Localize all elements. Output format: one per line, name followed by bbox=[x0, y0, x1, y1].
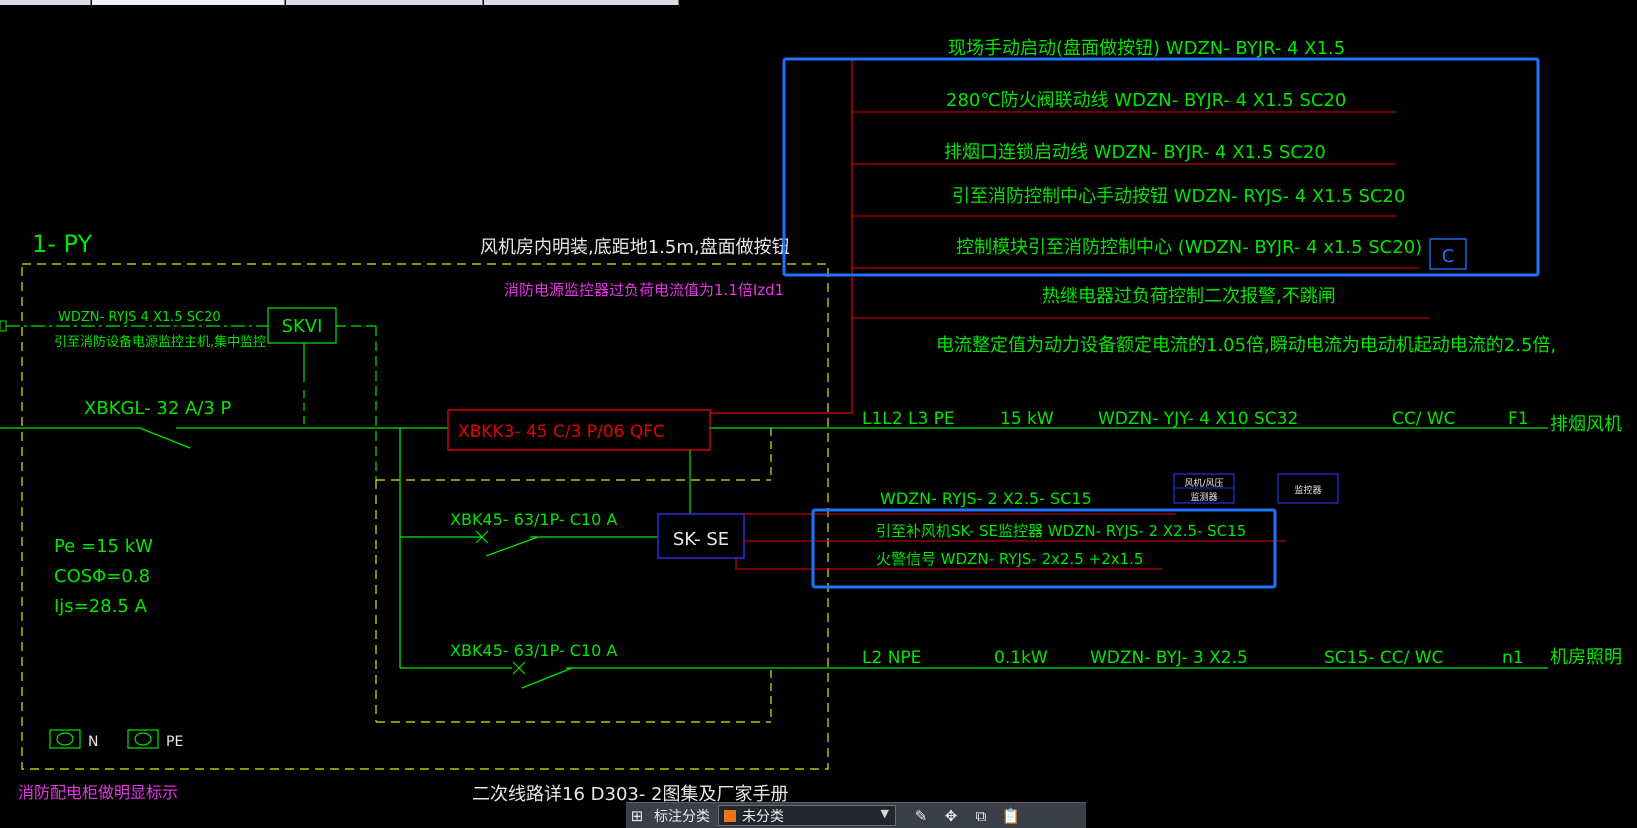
f1-cable: WDZN- YJY- 4 X10 SC32 bbox=[1098, 409, 1298, 429]
f1-power: 15 kW bbox=[1000, 409, 1054, 429]
category-color-swatch bbox=[724, 809, 736, 822]
control-text-5: 控制模块引至消防控制中心 (WDZN- BYJR- 4 x1.5 SC20) bbox=[956, 237, 1422, 258]
monitor-cable: WDZN- RYJS 4 X1.5 SC20 bbox=[58, 310, 221, 325]
pe-terminal[interactable] bbox=[127, 729, 159, 749]
breaker-x bbox=[475, 530, 489, 544]
document-tab-strip bbox=[0, 0, 1637, 6]
sk-se-device[interactable] bbox=[657, 513, 745, 559]
contactor-box[interactable] bbox=[447, 409, 711, 451]
f1-phase: L1L2 L3 PE bbox=[862, 409, 955, 429]
thermal-note: 热继电器过负荷控制二次报警,不跳闸 bbox=[1042, 286, 1336, 307]
document-tab-active[interactable] bbox=[92, 0, 285, 5]
monitor-box[interactable] bbox=[1277, 473, 1339, 504]
skvi-device[interactable] bbox=[267, 307, 337, 344]
category-dropdown[interactable]: 未分类 ▼ bbox=[718, 805, 896, 826]
main-switch-model: XBKGL- 32 A/3 P bbox=[84, 398, 232, 419]
c-marker-box[interactable] bbox=[1429, 238, 1467, 270]
skse-cable-top: WDZN- RYJS- 2 X2.5- SC15 bbox=[880, 489, 1092, 508]
panel-ijs: Ijs=28.5 A bbox=[54, 596, 148, 617]
pe-label: PE bbox=[166, 734, 183, 750]
control-text-2: 280℃防火阀联动线 WDZN- BYJR- 4 X1.5 SC20 bbox=[946, 90, 1346, 111]
move-icon[interactable]: ✥ bbox=[944, 806, 958, 825]
category-value: 未分类 bbox=[742, 808, 784, 825]
control-text-1: 现场手动启动(盘面做按钮) WDZN- BYJR- 4 X1.5 bbox=[948, 38, 1345, 59]
main-switch-blade bbox=[139, 427, 191, 449]
f1-lay: CC/ WC bbox=[1392, 409, 1456, 429]
panel-id: 1- PY bbox=[32, 230, 93, 258]
panel-enclosure bbox=[21, 263, 829, 770]
control-riser bbox=[710, 60, 853, 414]
f1-circuit: F1 bbox=[1508, 409, 1529, 429]
branch2-circuit: n1 bbox=[1502, 648, 1524, 668]
control-text-3: 排烟口连锁启动线 WDZN- BYJR- 4 X1.5 SC20 bbox=[944, 142, 1326, 163]
monitor-box-text: 监控器 bbox=[1294, 484, 1321, 496]
branch2-blade bbox=[521, 667, 573, 689]
branch2-power: 0.1kW bbox=[994, 648, 1048, 668]
paste-icon[interactable]: 📋 bbox=[1001, 806, 1021, 825]
edit-icon[interactable]: ✎ bbox=[914, 806, 928, 825]
fan-pressure-text-2: 监测器 bbox=[1190, 491, 1217, 503]
selection-box-skse[interactable] bbox=[811, 508, 1277, 589]
monitor-desc: 引至消防设备电源监控主机,集中监控 bbox=[54, 334, 266, 350]
branch1-blade bbox=[485, 536, 539, 557]
skvi-label: SKVI bbox=[282, 316, 323, 337]
n-terminal-ring bbox=[56, 732, 74, 746]
copy-icon[interactable]: ⧉ bbox=[975, 806, 987, 825]
branch2-cable: WDZN- BYJ- 3 X2.5 bbox=[1090, 648, 1248, 668]
chevron-down-icon: ▼ bbox=[880, 807, 889, 820]
n-terminal[interactable] bbox=[49, 729, 81, 749]
n-label: N bbox=[88, 734, 98, 750]
current-note: 电流整定值为动力设备额定电流的1.05倍,瞬动电流为电动机起动电流的2.5倍, bbox=[936, 335, 1556, 356]
terminal-marker bbox=[0, 320, 7, 332]
footer-note: 消防配电柜做明显标示 bbox=[18, 783, 178, 802]
branch2-breaker: XBK45- 63/1P- C10 A bbox=[450, 641, 617, 660]
skse-line1-text: 引至补风机SK- SE监控器 WDZN- RYJS- 2 X2.5- SC15 bbox=[876, 522, 1246, 540]
panel-pe: Pe =15 kW bbox=[54, 536, 153, 557]
f1-load: 排烟风机 bbox=[1550, 414, 1622, 435]
skse-line-2 bbox=[735, 558, 1162, 570]
branch2-phase: L2 NPE bbox=[862, 648, 921, 668]
panel-cos: COSΦ=0.8 bbox=[54, 566, 150, 587]
skse-line2-text: 火警信号 WDZN- RYJS- 2x2.5 +2x1.5 bbox=[876, 550, 1143, 568]
branch1-breaker: XBK45- 63/1P- C10 A bbox=[450, 510, 617, 529]
grid-icon[interactable]: ⊞ bbox=[630, 806, 644, 825]
control-text-4: 引至消防控制中心手动按钮 WDZN- RYJS- 4 X1.5 SC20 bbox=[952, 186, 1405, 207]
annotation-category-label: 标注分类 bbox=[654, 808, 710, 825]
install-note: 风机房内明装,底距地1.5m,盘面做按钮 bbox=[480, 237, 790, 258]
branch2-load: 机房照明 bbox=[1550, 647, 1622, 668]
selection-box-control[interactable] bbox=[782, 57, 1540, 277]
breaker-x bbox=[512, 661, 526, 675]
contactor-model: XBKK3- 45 C/3 P/06 QFC bbox=[458, 422, 665, 442]
fan-pressure-text-1: 风机/风压 bbox=[1184, 477, 1223, 489]
branch2-lay: SC15- CC/ WC bbox=[1324, 648, 1443, 668]
secondary-note: 二次线路详16 D303- 2图集及厂家手册 bbox=[472, 784, 789, 805]
cad-drawing-canvas[interactable]: 1- PY 风机房内明装,底距地1.5m,盘面做按钮 消防电源监控器过负荷电流值… bbox=[0, 6, 1637, 827]
document-tab[interactable] bbox=[0, 0, 91, 5]
document-tab[interactable] bbox=[286, 0, 483, 5]
overload-note: 消防电源监控器过负荷电流值为1.1倍Izd1 bbox=[504, 281, 784, 299]
c-marker: C bbox=[1442, 246, 1455, 267]
sk-se-label: SK- SE bbox=[673, 529, 729, 550]
pe-terminal-ring bbox=[134, 732, 152, 746]
document-tab[interactable] bbox=[484, 0, 679, 5]
annotation-toolbar: ⊞ 标注分类 未分类 ▼ ✎ ✥ ⧉ 📋 bbox=[626, 802, 1086, 828]
